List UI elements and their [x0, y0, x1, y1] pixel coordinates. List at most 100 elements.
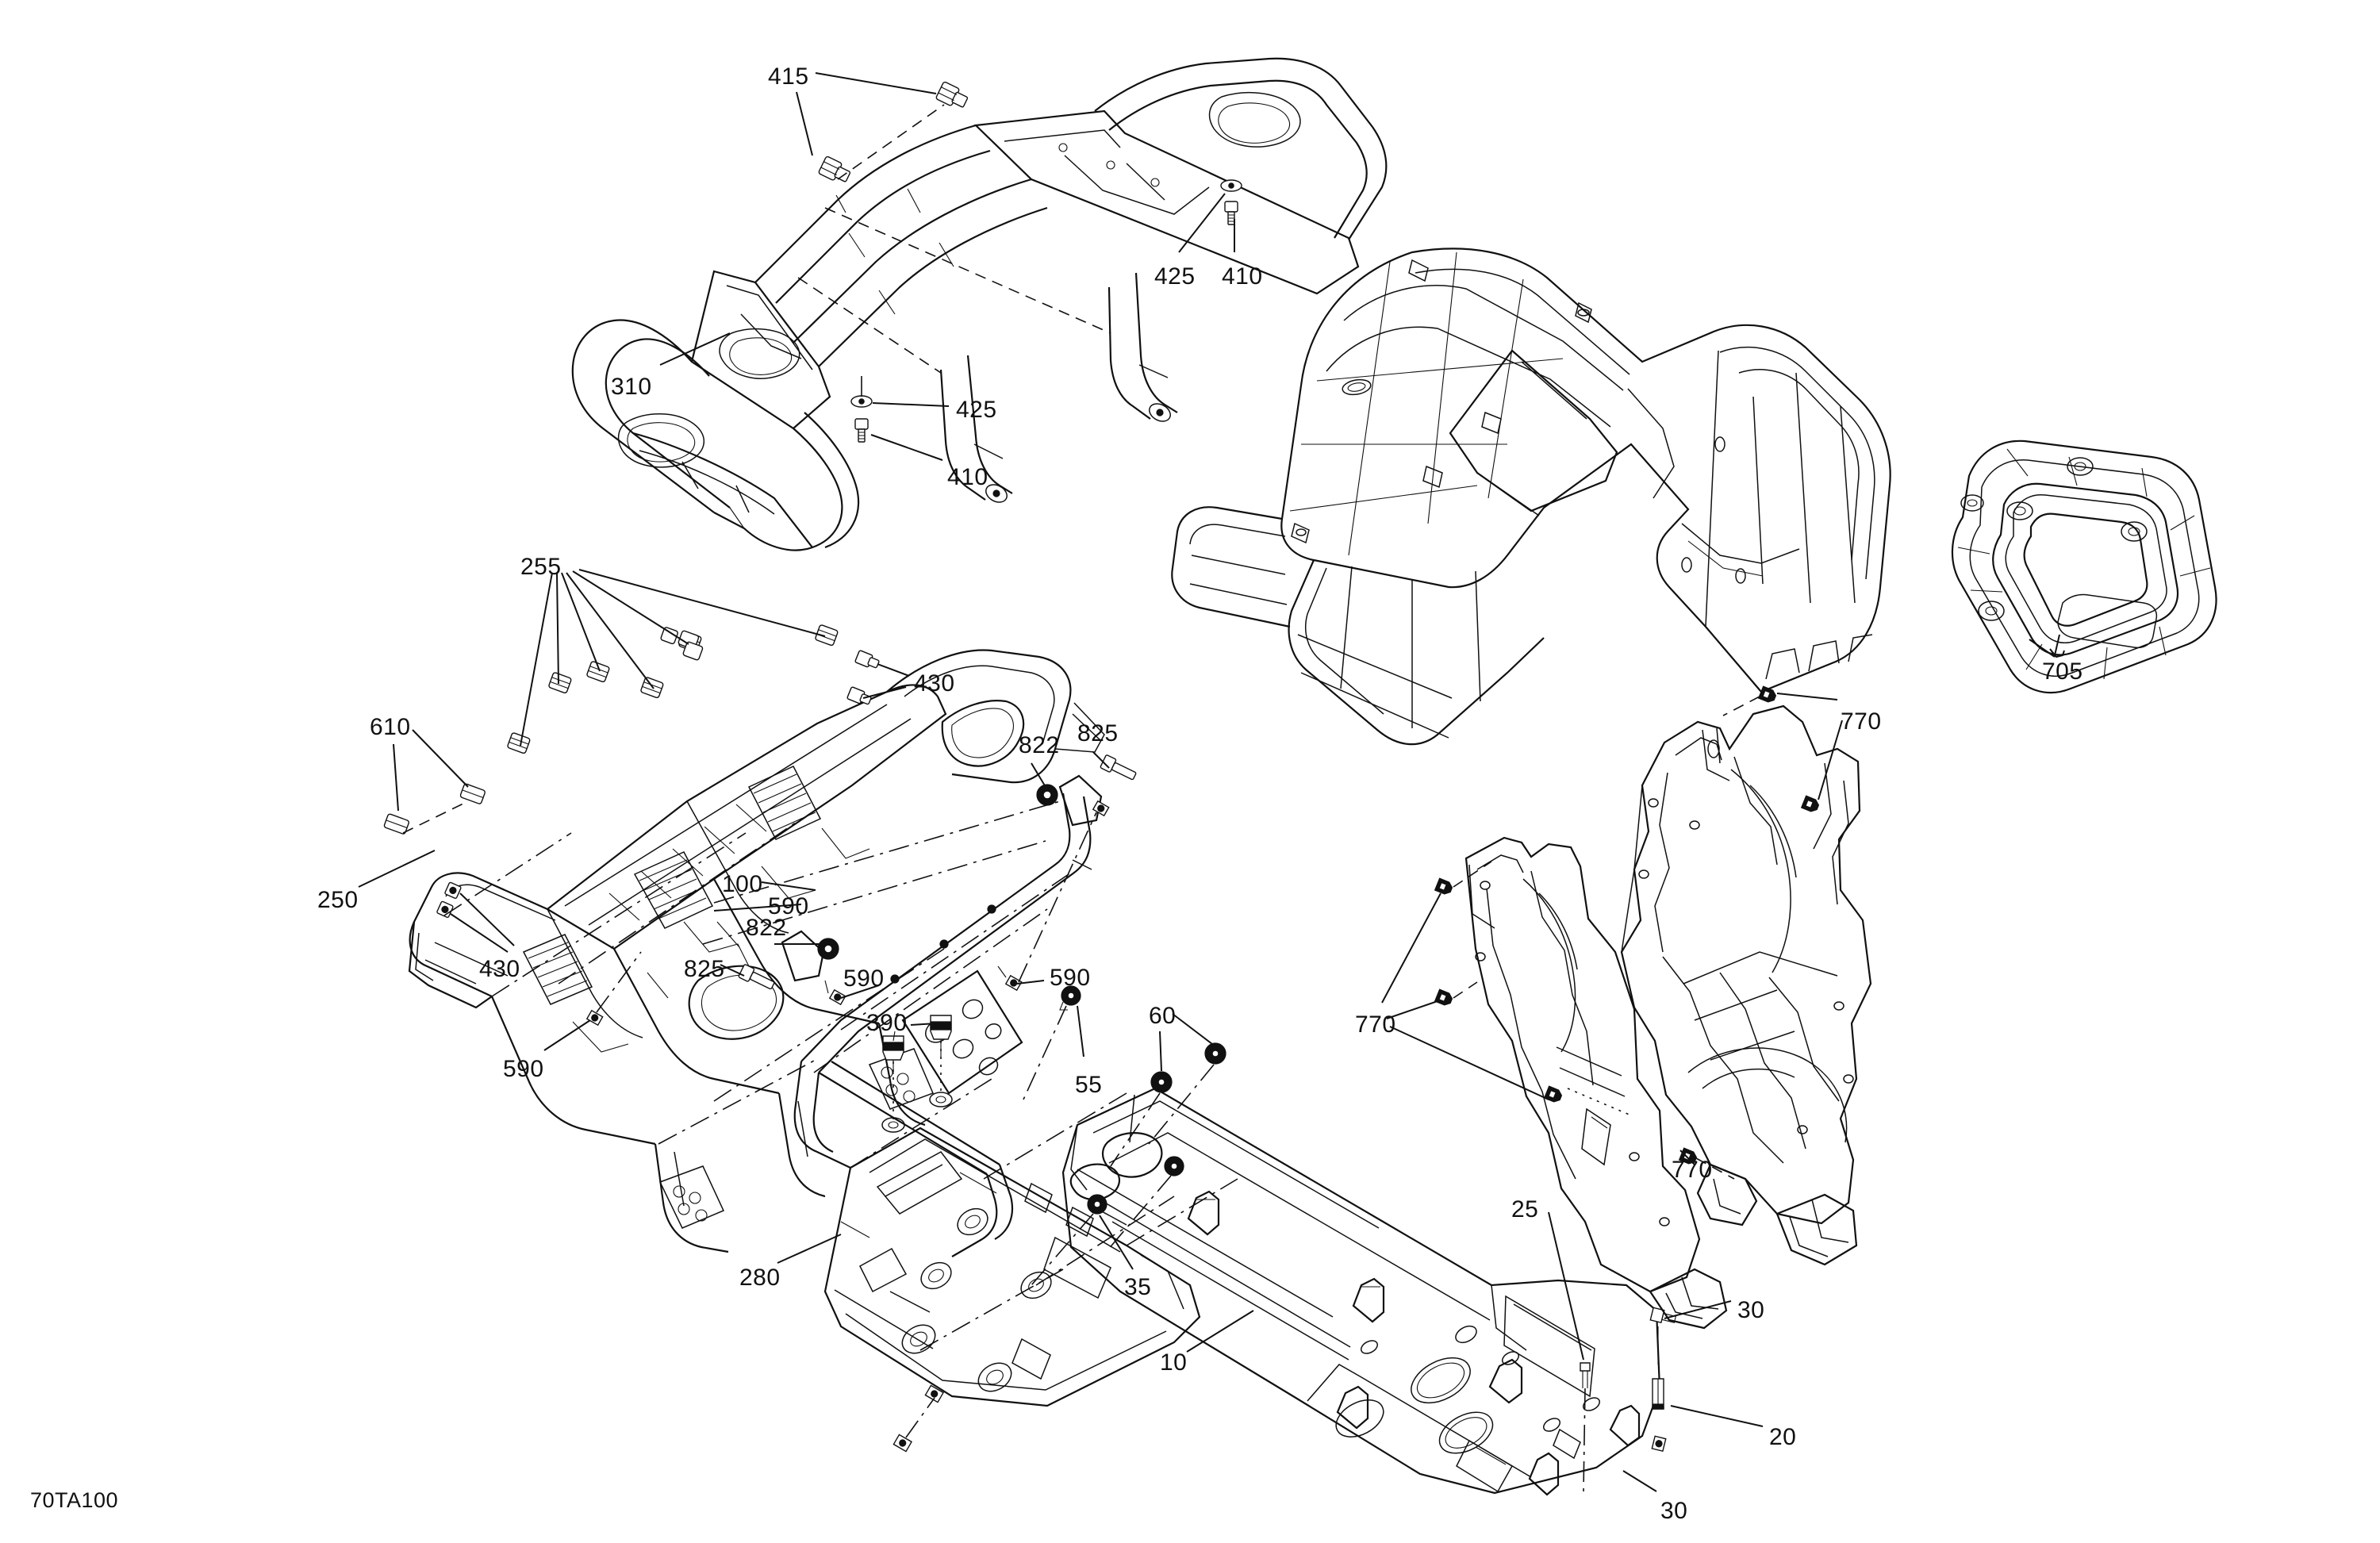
fastener-390-group: [881, 1015, 953, 1133]
fastener-55-group: [1023, 985, 1081, 1100]
callout-770-bottom: 770: [1672, 1157, 1713, 1183]
leader-825-a: [1092, 751, 1110, 769]
leader-705-line: [2029, 639, 2056, 658]
leader-250: [358, 850, 436, 888]
sheet-code: 70TA100: [30, 1488, 119, 1512]
leader-770-a2: [1818, 720, 1843, 800]
leader-20: [1670, 1405, 1764, 1427]
fastener-590-a: [585, 1009, 604, 1027]
leader-825-b: [720, 964, 745, 977]
front-bumper-rack-assembly: [571, 57, 1388, 551]
dash-vent-right: [747, 766, 822, 840]
leader-590-d: [1016, 980, 1045, 985]
fastener-770-right: [1678, 685, 1820, 1180]
leader-100: [761, 881, 816, 891]
callout-610: 610: [370, 714, 411, 740]
leader-415-b: [815, 72, 937, 94]
fastener-255-group: [507, 569, 839, 754]
fastener-30-a: [1649, 1307, 1676, 1365]
inner-fender-liner-right: [1620, 704, 1872, 1266]
callout-822-upper: 822: [1019, 732, 1060, 758]
leader-410-b: [870, 434, 943, 461]
callout-20: 20: [1769, 1424, 1797, 1450]
leader-390: [910, 1023, 937, 1026]
fastener-590-d: [1004, 974, 1023, 992]
leader-415-a: [796, 91, 813, 156]
fastener-415-group: [818, 81, 969, 182]
callout-430-right: 430: [914, 670, 955, 697]
fastener-clip-b: [924, 1384, 944, 1403]
callout-10: 10: [1160, 1349, 1188, 1376]
callout-415: 415: [768, 63, 809, 90]
callout-30-lower: 30: [1660, 1498, 1688, 1524]
callout-590-lower-left: 590: [503, 1056, 544, 1082]
dashboard-assembly: [408, 649, 1105, 1253]
leader-590-c: [840, 985, 880, 999]
fastener-590-c: [828, 988, 846, 1006]
callout-822-lower: 822: [746, 915, 787, 941]
callout-100: 100: [722, 871, 763, 897]
leader-30-a: [1664, 1300, 1732, 1319]
callout-310: 310: [611, 374, 652, 400]
callout-55: 55: [1075, 1072, 1103, 1098]
dash-vent-left: [522, 934, 593, 1005]
skid-plate-assembly: [1061, 1087, 1661, 1496]
callout-430-left: 430: [479, 956, 520, 982]
callout-255: 255: [520, 554, 562, 580]
leader-60-b: [1172, 1013, 1213, 1045]
leader-590-a: [543, 1019, 591, 1051]
leader-610: [393, 743, 399, 812]
fastener-clip-a: [892, 1434, 912, 1453]
callout-30-upper: 30: [1737, 1297, 1765, 1323]
leader-705: [2049, 634, 2065, 658]
callout-590-right: 590: [1050, 965, 1091, 991]
leader-770-c: [1679, 1150, 1695, 1165]
leader-30-b: [1622, 1470, 1657, 1492]
leader-10: [1186, 1310, 1254, 1353]
callout-410-top-right: 410: [1222, 263, 1263, 290]
leader-590-b: [713, 904, 802, 912]
callout-770-right-top: 770: [1841, 708, 1882, 735]
fastener-770-left: [1434, 861, 1563, 1103]
front-frame-support-assembly: [793, 793, 1201, 1407]
callout-390: 390: [866, 1010, 908, 1036]
fastener-822-825-upper: [1036, 754, 1137, 827]
callout-825-lower: 825: [684, 956, 725, 982]
fastener-590-e: [1092, 800, 1110, 817]
callout-35: 35: [1124, 1274, 1152, 1300]
leader-770-b2: [1386, 1000, 1438, 1019]
callout-410-bumper: 410: [947, 464, 988, 490]
callout-590-center: 590: [843, 965, 885, 992]
callout-825-upper: 825: [1077, 720, 1119, 747]
fastener-425-410-right: [1220, 179, 1242, 225]
fastener-430-right: [846, 650, 907, 705]
callout-425-top-right: 425: [1154, 263, 1196, 290]
leader-280: [777, 1234, 842, 1264]
leader-770-b1: [1381, 892, 1441, 1004]
leader-55: [1077, 1005, 1084, 1057]
callout-280: 280: [739, 1265, 781, 1291]
leader-770-a1: [1776, 693, 1838, 700]
gauge-bezel-assembly: [1951, 439, 2217, 694]
fastener-610-group: [383, 783, 486, 835]
callout-60: 60: [1149, 1003, 1177, 1029]
leader-310: [659, 332, 731, 366]
callout-590-dash: 590: [768, 893, 809, 919]
leader-425-a: [1178, 193, 1226, 253]
skid-plate-bosses: [1187, 1190, 1641, 1496]
dash-vent-mid: [633, 851, 714, 929]
callout-770-left: 770: [1355, 1011, 1396, 1038]
callout-425-bumper: 425: [956, 397, 997, 423]
leader-822-a: [1031, 762, 1046, 788]
dash-foot-pad-left: [658, 1165, 725, 1229]
leader-425-b: [872, 402, 950, 407]
fastener-60-group: [1110, 1042, 1226, 1167]
leader-60-a: [1159, 1031, 1162, 1072]
fastener-425-410-left: [850, 370, 873, 443]
leader-610-b: [412, 729, 469, 788]
fastener-20: [1652, 1378, 1664, 1410]
fastener-25: [1580, 1362, 1591, 1492]
callout-705: 705: [2042, 658, 2083, 685]
callout-250: 250: [317, 887, 359, 913]
